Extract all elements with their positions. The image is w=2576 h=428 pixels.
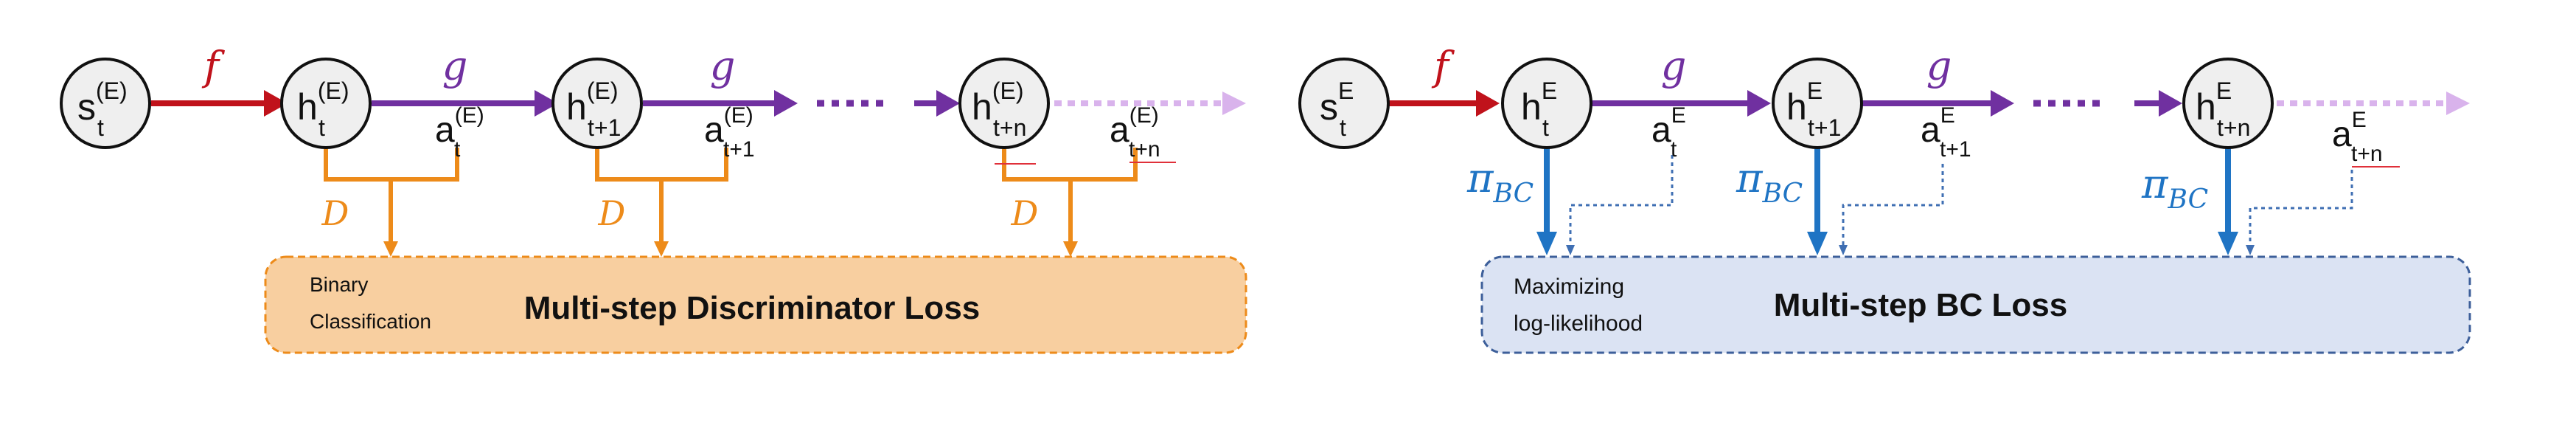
discriminator-loss-title: Multi-step Discriminator Loss [524,290,981,326]
f-arrowhead [264,90,288,117]
action-connector-3 [2249,170,2353,246]
g-label-2: g [710,43,736,89]
action-connector-1 [1569,155,1674,246]
f-arrowhead-right [1476,90,1500,117]
d-label-1: D [321,193,349,233]
pi-label-1: πBC [1466,155,1534,209]
bc-sublabel-line2: log-likelihood [1514,311,1643,336]
action-connector-arrowhead-2 [1839,245,1848,255]
action-connector-arrowhead-3 [2246,245,2255,255]
svg-text:sEt: sEt [1320,77,1354,141]
bc-sublabel-line1: Maximizing [1514,275,1624,299]
dotted-arrowhead-to-htn-right [2159,90,2182,117]
d-label-3: D [1011,193,1039,233]
d-bracket-2 [595,148,728,244]
discriminator-sublabel-line2: Classification [310,310,431,333]
g-label-right-1: g [1661,43,1687,89]
pi-label-3: πBC [2141,161,2208,215]
d-label-2: D [598,193,626,233]
svg-text:h(E)t+n: h(E)t+n [972,77,1026,141]
svg-text:s(E)t: s(E) t [77,77,128,141]
bc-loss-box [1480,255,2471,354]
g-arrowhead-right-2 [1991,90,2014,117]
dotted-arrowhead-to-htn [936,90,960,117]
svg-text:hEt+n: hEt+n [2196,77,2250,141]
hidden-node-htn: h(E)t+n [958,58,1050,149]
g-arrowhead-1 [535,90,558,117]
g-label-1: g [442,43,468,89]
pi-arrowhead-2 [1807,232,1828,255]
action-at1: a(E)t+1 [704,103,755,162]
g-arrowhead-right-1 [1747,90,1771,117]
action-atn: a(E)t+n [1110,103,1160,162]
state-node-st: s(E) t [60,58,151,149]
node-base: s [77,86,96,128]
d-bracket-1 [324,148,459,244]
node-sup: (E) [96,77,128,104]
pi-label-2: πBC [1736,155,1803,209]
d-arrowhead-2 [654,241,669,257]
action-connector-arrowhead-1 [1566,245,1575,255]
hidden-node-ht: h(E)t [280,58,372,149]
svg-text:h(E)t+1: h(E)t+1 [566,77,621,141]
right-panel: Maximizing log-likelihood Multi-step BC … [1298,43,2471,354]
discriminator-sublabel-line1: Binary [310,273,368,296]
d-arrowhead-1 [383,241,398,257]
continuation-arrowhead-right [2446,92,2470,115]
g-label-right-2: g [1926,43,1952,89]
svg-text:hEt+1: hEt+1 [1786,77,1841,141]
left-panel: Binary Classification Multi-step Discrim… [60,43,1247,354]
pi-arrowhead-1 [1536,232,1557,255]
continuation-arrowhead [1222,92,1246,115]
svg-text:hEt: hEt [1521,77,1557,141]
g-arrowhead-2 [774,90,798,117]
discriminator-loss-box [264,255,1247,354]
node-sub: t [97,114,104,141]
bc-loss-title: Multi-step BC Loss [1774,287,2067,323]
d-arrowhead-3 [1063,241,1078,257]
f-label-right: f [1431,43,1455,89]
pi-arrowhead-3 [2218,232,2238,255]
hidden-node-ht1: h(E)t+1 [551,58,643,149]
action-at: a(E)t [435,103,484,162]
f-label: f [201,43,225,89]
svg-text:h(E)t: h(E)t [297,77,349,141]
action-connector-2 [1842,164,1944,246]
